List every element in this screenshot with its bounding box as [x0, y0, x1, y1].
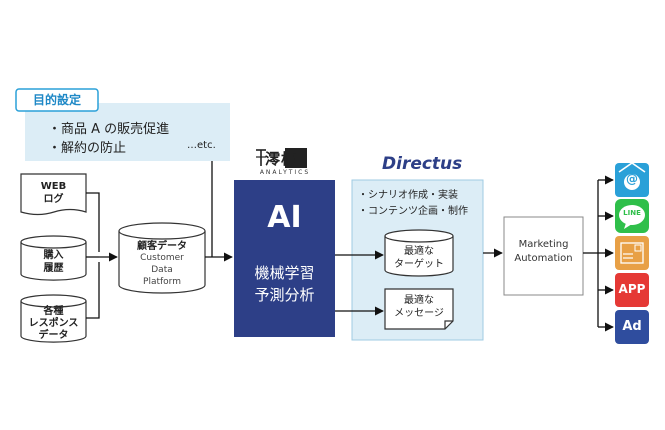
web-log-shape: [20, 173, 87, 216]
goal-panel: [25, 103, 230, 161]
line-glyph: LINE: [623, 209, 641, 217]
ai-subtitle: 機械学習 予測分析: [254, 264, 315, 304]
analytics-logo-word: ANALYTICS: [259, 169, 311, 176]
directus-item: ・コンテンツ企画・制作: [358, 206, 468, 217]
goal-etc: …etc.: [187, 140, 216, 151]
app-glyph: APP: [618, 282, 646, 296]
email-icon: [615, 162, 649, 197]
goal-item: ・解約の防止: [48, 141, 127, 156]
purchase-history-shape: [20, 235, 87, 281]
target-shape: [384, 229, 454, 277]
email-glyph: @: [626, 172, 638, 186]
source-connector: [86, 192, 100, 252]
source-label-purchase: 購入 履歴: [43, 250, 64, 274]
ma-box: [503, 216, 584, 296]
source-label-web: WEB ログ: [40, 181, 67, 205]
analytics-logo-kanji: 澪標: [265, 150, 298, 168]
source-label-responses: 各種 レスポンス データ: [28, 306, 79, 341]
cdp-title: 顧客データ: [137, 241, 187, 252]
source-connector: [86, 262, 100, 319]
directus-item: ・シナリオ作成・実装: [358, 190, 458, 201]
ai-box: [234, 180, 335, 337]
goal-tag: 目的設定: [32, 93, 81, 107]
goal-item: ・商品 A の販売促進: [48, 122, 170, 137]
responses-shape: [20, 294, 87, 343]
message-shape: [384, 288, 454, 330]
line-icon: [615, 199, 649, 233]
ai-title: AI: [267, 200, 302, 235]
postcard-icon: [615, 236, 649, 270]
cdp-subtitle: Customer Data Platform: [140, 253, 184, 287]
goal-tag-box: [15, 88, 99, 112]
target-label: 最適な ターゲット: [394, 246, 444, 270]
app-icon: [615, 273, 649, 307]
cdp-shape: [118, 222, 206, 294]
ad-icon: [615, 310, 649, 344]
ad-glyph: Ad: [622, 319, 642, 334]
directus-logo: Directus: [382, 154, 463, 174]
ma-label: Marketing Automation: [514, 239, 573, 264]
analytics-logo-mark: [256, 148, 307, 168]
message-label: 最適な メッセージ: [394, 295, 444, 319]
